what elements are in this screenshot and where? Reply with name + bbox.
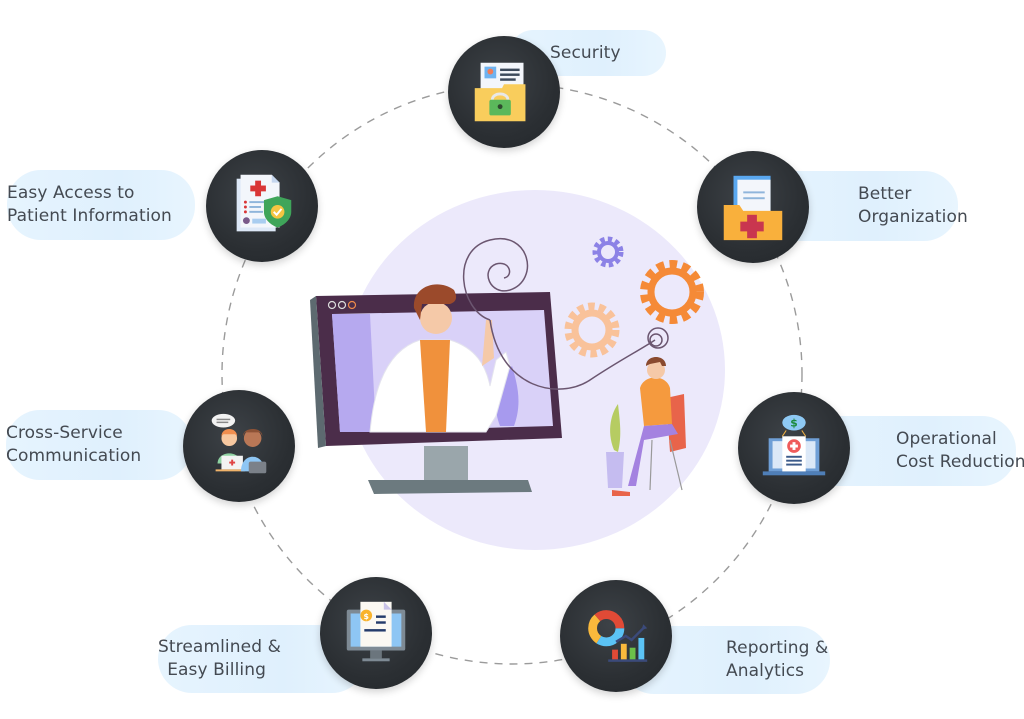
feature-label-line2: Cost Reduction <box>896 452 1024 472</box>
feature-pill-cross-service-communication: Cross-Service Communication <box>6 410 192 480</box>
feature-label-line1: Easy Access to <box>7 183 135 203</box>
feature-label-line2: Patient Information <box>7 206 172 226</box>
feature-label-line1: Streamlined & <box>158 637 281 657</box>
feature-label-line1: Better <box>858 184 912 204</box>
thread-spiral <box>463 237 669 390</box>
feature-badge-operational-cost-reduction: $ <box>738 392 850 504</box>
feature-badge-easy-access-patient-info <box>206 150 318 262</box>
svg-text:$: $ <box>790 417 797 430</box>
feature-label-line1: Operational <box>896 429 997 449</box>
gear-icon-purple <box>592 236 624 268</box>
feature-label: Security <box>550 42 621 63</box>
analytics-chart-icon <box>588 610 648 662</box>
patient-record-shield-icon <box>236 174 292 232</box>
telemedicine-illustration <box>310 236 704 496</box>
billing-monitor-icon: $ <box>346 601 406 662</box>
people-chat-icon <box>211 413 267 474</box>
secure-folder-icon <box>474 62 526 122</box>
feature-label-line1: Cross-Service <box>6 423 123 443</box>
gear-icon-orange-large <box>640 260 704 324</box>
feature-label-line2: Organization <box>858 207 968 227</box>
cloud-cost-laptop-icon: $ <box>762 414 826 476</box>
medical-folder-icon <box>723 175 783 241</box>
svg-text:$: $ <box>364 612 369 621</box>
gear-icon-peach <box>564 302 620 358</box>
feature-badge-better-organization <box>697 151 809 263</box>
feature-badge-security <box>448 36 560 148</box>
feature-label-line1: Reporting & <box>726 638 829 658</box>
feature-badge-streamlined-billing: $ <box>320 577 432 689</box>
feature-badge-cross-service-communication <box>183 390 295 502</box>
feature-label-line2: Analytics <box>726 661 805 681</box>
feature-pill-easy-access-patient-info: Easy Access to Patient Information <box>7 170 195 240</box>
feature-badge-reporting-analytics <box>560 580 672 692</box>
patient-figure <box>606 357 686 496</box>
doctor-figure <box>369 284 511 433</box>
feature-label-line2: Communication <box>6 446 142 466</box>
feature-label-line2: Easy Billing <box>167 660 266 680</box>
